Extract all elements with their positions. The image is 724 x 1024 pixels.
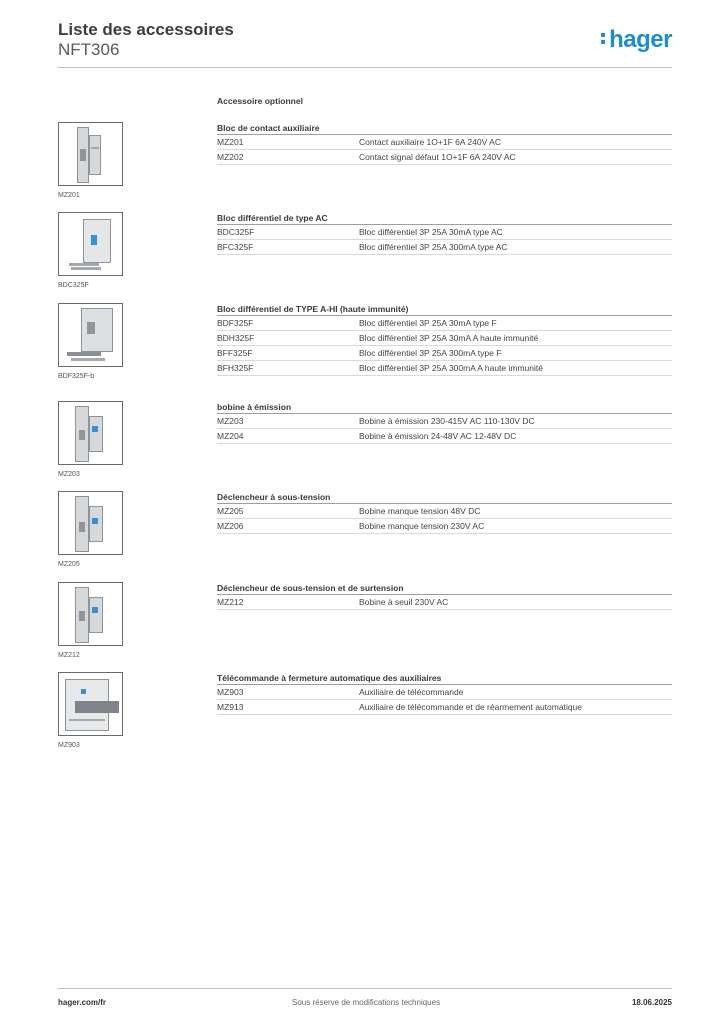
device-icon [77, 127, 105, 183]
accessory-table: Télécommande à fermeture automatique des… [217, 672, 672, 715]
reference: MZ204 [217, 431, 244, 441]
image-caption: MZ201 [58, 192, 80, 199]
description: Bloc différentiel 3P 25A 30mA type F [359, 318, 497, 328]
description: Contact signal défaut 1O+1F 6A 240V AC [359, 152, 516, 162]
logo-dots-icon [601, 30, 607, 47]
reference: MZ913 [217, 702, 244, 712]
device-icon [75, 406, 107, 462]
footer-website-link[interactable]: hager.com/fr [58, 998, 107, 1007]
product-image [58, 672, 123, 736]
description: Bloc différentiel 3P 25A 300mA type F [359, 348, 502, 358]
reference: BFH325F [217, 363, 254, 373]
device-icon [69, 219, 113, 273]
group-heading: Déclencheur de sous-tension et de surten… [217, 582, 672, 595]
table-row: MZ206 Bobine manque tension 230V AC [217, 519, 672, 534]
reference: BDF325F [217, 318, 254, 328]
description: Bobine à émission 24-48V AC 12-48V DC [359, 431, 517, 441]
reference: BDH325F [217, 333, 255, 343]
description: Auxiliaire de télécommande et de réarmem… [359, 702, 583, 712]
description: Bobine à seuil 230V AC [359, 597, 449, 607]
table-row: MZ201 Contact auxiliaire 1O+1F 6A 240V A… [217, 135, 672, 150]
table-row: MZ202 Contact signal défaut 1O+1F 6A 240… [217, 150, 672, 165]
hager-logo: hager [601, 26, 672, 54]
reference: MZ205 [217, 506, 244, 516]
description: Bloc différentiel 3P 25A 30mA type AC [359, 227, 503, 237]
table-row: BDF325F Bloc différentiel 3P 25A 30mA ty… [217, 316, 672, 331]
accessory-table: Déclencheur de sous-tension et de surten… [217, 582, 672, 610]
device-icon [75, 587, 107, 643]
reference: BFF325F [217, 348, 253, 358]
device-icon [65, 679, 119, 731]
accessory-table: Déclencheur à sous-tension MZ205 Bobine … [217, 491, 672, 534]
reference: MZ203 [217, 416, 244, 426]
image-caption: MZ212 [58, 652, 80, 659]
table-row: BFF325F Bloc différentiel 3P 25A 300mA t… [217, 346, 672, 361]
footer-notice: Sous réserve de modifications techniques [292, 998, 441, 1007]
page-subtitle: NFT306 [58, 40, 120, 59]
image-caption: BDF325F-b [58, 373, 95, 380]
accessory-table: Bloc différentiel de type AC BDC325F Blo… [217, 212, 672, 255]
table-row: MZ203 Bobine à émission 230-415V AC 110-… [217, 414, 672, 429]
group-heading: Bloc de contact auxiliaire [217, 122, 672, 135]
accessory-table: Bloc de contact auxiliaire MZ201 Contact… [217, 122, 672, 165]
group-heading: Bloc différentiel de TYPE A-HI (haute im… [217, 303, 672, 316]
image-caption: MZ205 [58, 561, 80, 568]
product-image [58, 582, 123, 646]
accessory-table: Bloc différentiel de TYPE A-HI (haute im… [217, 303, 672, 376]
footer-date: 18.06.2025 [631, 998, 672, 1007]
table-row: MZ913 Auxiliaire de télécommande et de r… [217, 700, 672, 715]
image-caption: MZ903 [58, 742, 80, 749]
reference: BDC325F [217, 227, 255, 237]
description: Auxiliaire de télécommande [359, 687, 464, 697]
footer-divider [58, 988, 672, 989]
description: Contact auxiliaire 1O+1F 6A 240V AC [359, 137, 501, 147]
reference: MZ212 [217, 597, 244, 607]
table-row: MZ204 Bobine à émission 24-48V AC 12-48V… [217, 429, 672, 444]
description: Bloc différentiel 3P 25A 300mA type AC [359, 242, 508, 252]
product-image [58, 303, 123, 367]
description: Bloc différentiel 3P 25A 300mA A haute i… [359, 363, 543, 373]
description: Bloc différentiel 3P 25A 30mA A haute im… [359, 333, 539, 343]
description: Bobine manque tension 230V AC [359, 521, 485, 531]
reference: MZ903 [217, 687, 244, 697]
description: Bobine à émission 230-415V AC 110-130V D… [359, 416, 535, 426]
header-divider [58, 67, 672, 68]
table-row: BFC325F Bloc différentiel 3P 25A 300mA t… [217, 240, 672, 255]
group-heading: Télécommande à fermeture automatique des… [217, 672, 672, 685]
section-heading: Accessoire optionnel [217, 96, 303, 106]
table-row: MZ205 Bobine manque tension 48V DC [217, 504, 672, 519]
device-icon [75, 496, 107, 552]
product-image [58, 401, 123, 465]
group-heading: bobine à émission [217, 401, 672, 414]
reference: MZ206 [217, 521, 244, 531]
logo-text: hager [609, 26, 672, 53]
accessory-table: bobine à émission MZ203 Bobine à émissio… [217, 401, 672, 444]
group-heading: Déclencheur à sous-tension [217, 491, 672, 504]
product-image [58, 122, 123, 186]
reference: MZ202 [217, 152, 244, 162]
table-row: BDC325F Bloc différentiel 3P 25A 30mA ty… [217, 225, 672, 240]
image-caption: MZ203 [58, 471, 80, 478]
table-row: BFH325F Bloc différentiel 3P 25A 300mA A… [217, 361, 672, 376]
description: Bobine manque tension 48V DC [359, 506, 481, 516]
table-row: MZ212 Bobine à seuil 230V AC [217, 595, 672, 610]
product-image [58, 212, 123, 276]
reference: BFC325F [217, 242, 254, 252]
page-title: Liste des accessoires [58, 20, 234, 39]
image-caption: BDC325F [58, 282, 89, 289]
product-image [58, 491, 123, 555]
device-icon [67, 308, 117, 364]
group-heading: Bloc différentiel de type AC [217, 212, 672, 225]
table-row: BDH325F Bloc différentiel 3P 25A 30mA A … [217, 331, 672, 346]
reference: MZ201 [217, 137, 244, 147]
table-row: MZ903 Auxiliaire de télécommande [217, 685, 672, 700]
page-header: Liste des accessoires NFT306 hager [58, 20, 672, 60]
